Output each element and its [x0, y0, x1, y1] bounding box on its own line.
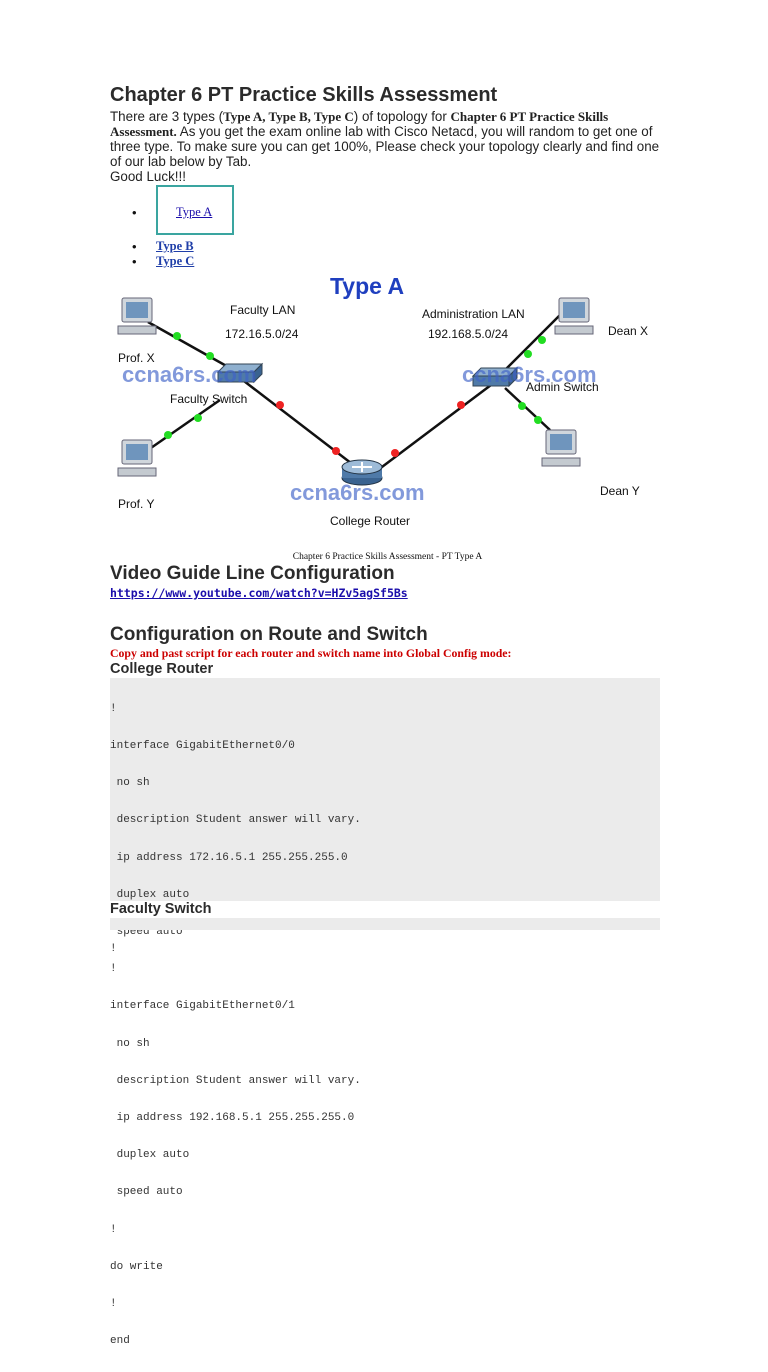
college-router-label: College Router	[330, 514, 410, 528]
watermark-text: ccna6rs.com	[122, 362, 257, 387]
code-line: no sh	[110, 1037, 150, 1050]
code-line: do write	[110, 1260, 163, 1273]
code-line: !	[110, 1298, 117, 1311]
watermark-text: ccna6rs.com	[462, 362, 597, 387]
pc-icon	[554, 297, 594, 335]
code-line: no sh	[110, 777, 150, 790]
instruction-text: Copy and past script for each router and…	[110, 646, 406, 660]
code-line: end	[110, 1335, 130, 1348]
code-line: !	[110, 702, 117, 715]
link-up-dot	[538, 336, 546, 344]
code-line: !	[110, 942, 117, 955]
link-deanx-admin	[504, 314, 561, 371]
watermark-text: ccna6rs.com	[290, 480, 425, 505]
tab-type-c[interactable]: Type C	[156, 254, 195, 268]
faculty-switch-label: Faculty Switch	[170, 392, 247, 406]
video-link[interactable]: https://www.youtube.com/watch?v=HZv5agSf…	[110, 586, 408, 600]
good-luck-text: Good Luck!!!	[110, 169, 186, 184]
admin-net-label: 192.168.5.0/24	[428, 327, 508, 341]
code-line: duplex auto	[110, 1149, 190, 1162]
link-deany-admin	[504, 387, 551, 431]
tab-type-b[interactable]: Type B	[156, 239, 194, 253]
link-up-dot	[518, 402, 526, 410]
link-up-dot	[524, 350, 532, 358]
link-up-dot	[534, 416, 542, 424]
intro-text-3: As you get the exam online lab with Cisc…	[110, 124, 660, 169]
link-up-dot	[164, 431, 172, 439]
pc-icon	[117, 439, 157, 477]
intro-paragraph: There are 3 types (Type A, Type B, Type …	[110, 109, 660, 184]
topology-diagram: Type A Faculty LAN 172.16.5.0/24 Adminis…	[117, 273, 648, 528]
active-tab-frame	[156, 185, 234, 235]
code-line: duplex auto	[110, 888, 190, 901]
link-faculty-router	[239, 377, 361, 471]
code-line: ip address 192.168.5.1 255.255.255.0	[110, 1112, 355, 1125]
link-up-dot	[206, 352, 214, 360]
link-down-dot	[332, 447, 340, 455]
admin-lan-label: Administration LAN	[422, 307, 525, 321]
tab-type-a[interactable]: Type A	[176, 205, 213, 219]
switch-config-block: !	[110, 918, 660, 955]
intro-types-bold: Type A, Type B, Type C	[223, 109, 354, 124]
prof-y-label: Prof. Y	[118, 497, 154, 511]
code-line: speed auto	[110, 1186, 183, 1199]
link-down-dot	[276, 401, 284, 409]
code-line: description Student answer will vary.	[110, 814, 361, 827]
link-down-dot	[391, 449, 399, 457]
admin-switch-icon	[471, 366, 519, 388]
code-line: interface GigabitEthernet0/1	[110, 1000, 295, 1013]
pc-icon	[117, 297, 157, 335]
dean-y-label: Dean Y	[600, 484, 640, 498]
router-heading: College Router	[110, 661, 214, 677]
page-title: Chapter 6 PT Practice Skills Assessment	[110, 84, 498, 106]
link-profx-switch	[147, 320, 231, 370]
router-icon	[341, 459, 383, 486]
code-line: interface GigabitEthernet0/0	[110, 740, 295, 753]
faculty-net-label: 172.16.5.0/24	[225, 327, 299, 341]
config-section-heading: Configuration on Route and Switch	[110, 624, 428, 645]
router-config-block: ! interface GigabitEthernet0/0 no sh des…	[110, 678, 660, 1347]
link-up-dot	[173, 332, 181, 340]
bullet-icon: •	[132, 239, 137, 254]
intro-text-1: There are 3 types (	[110, 109, 224, 124]
bullet-icon: •	[132, 254, 137, 269]
code-line: !	[110, 963, 117, 976]
code-line: !	[110, 1223, 117, 1236]
link-down-dot	[457, 401, 465, 409]
switch-heading: Faculty Switch	[110, 901, 212, 917]
diagram-caption: Chapter 6 Practice Skills Assessment - P…	[292, 552, 483, 562]
faculty-switch-icon	[216, 362, 264, 384]
video-section-heading: Video Guide Line Configuration	[110, 563, 395, 584]
link-profy-switch	[147, 398, 221, 452]
faculty-lan-label: Faculty LAN	[230, 303, 295, 317]
intro-text-2: ) of topology for	[353, 109, 451, 124]
code-line: description Student answer will vary.	[110, 1074, 361, 1087]
instruction-bold: Global Config mode:	[405, 646, 512, 660]
link-up-dot	[194, 414, 202, 422]
intro-chapter-bold: Chapter 6 PT Practice Skills Assessment.	[110, 109, 609, 139]
pc-icon	[541, 429, 581, 467]
prof-x-label: Prof. X	[118, 351, 155, 365]
bullet-icon: •	[132, 205, 137, 220]
admin-switch-label: Admin Switch	[526, 380, 599, 394]
dean-x-label: Dean X	[608, 324, 648, 338]
code-line: ip address 172.16.5.1 255.255.255.0	[110, 851, 348, 864]
config-instruction: Copy and past script for each router and…	[110, 646, 511, 661]
diagram-title: Type A	[330, 273, 404, 299]
